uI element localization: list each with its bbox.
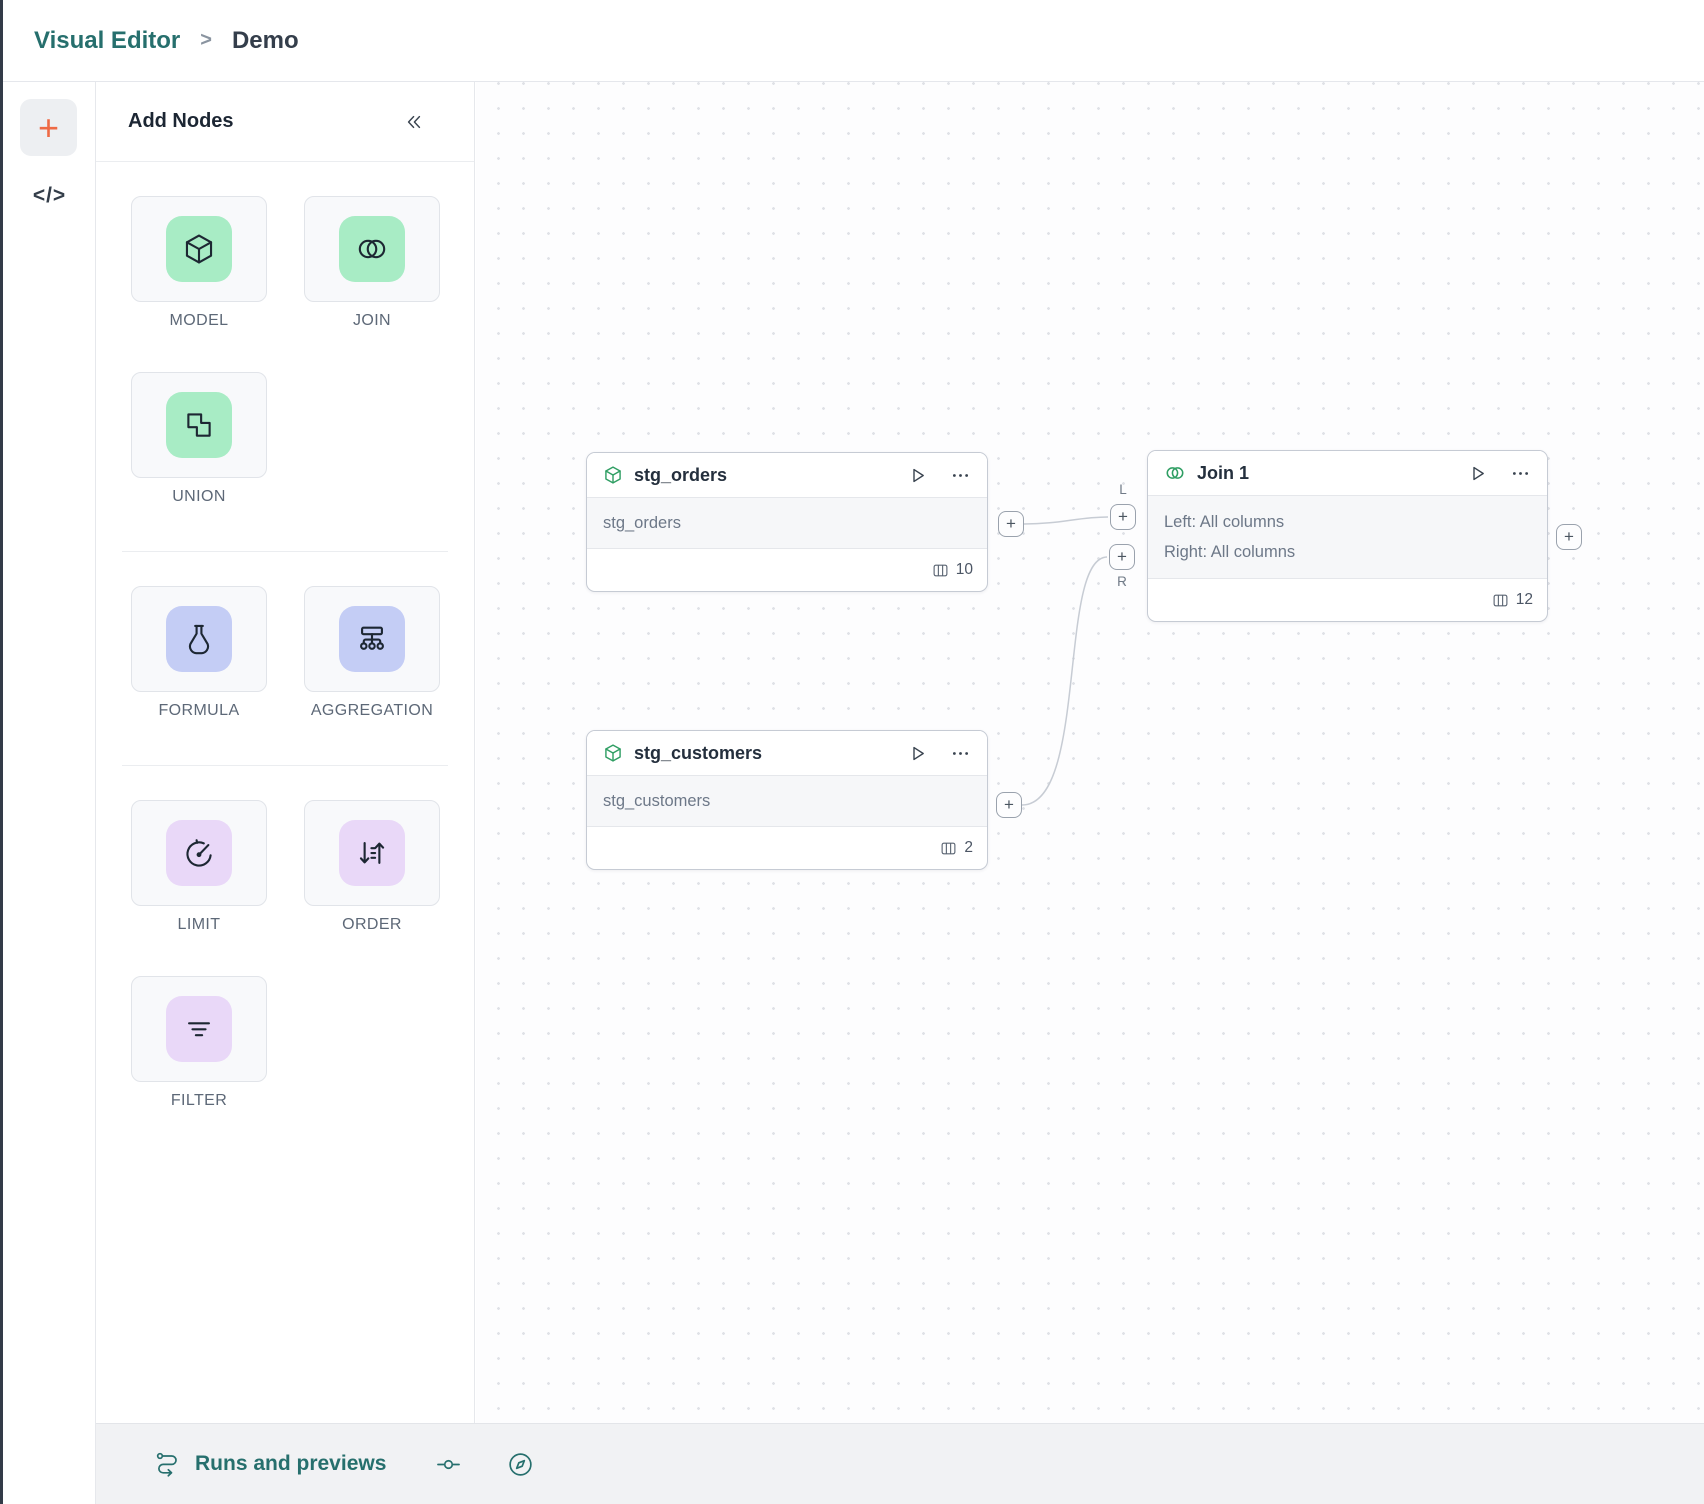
- source-name: stg_customers: [603, 791, 711, 810]
- join-left-port-label: L: [1119, 482, 1127, 497]
- node-header: stg_customers: [587, 731, 987, 775]
- node-footer: 10: [587, 549, 987, 591]
- join-right-summary: Right: All columns: [1164, 543, 1296, 561]
- columns-icon: [940, 840, 957, 857]
- node-menu-button[interactable]: [950, 743, 971, 764]
- sort-arrows-icon: [339, 820, 405, 886]
- run-node-button[interactable]: [1467, 463, 1488, 484]
- node-menu-button[interactable]: [950, 465, 971, 486]
- tile-label: MODEL: [169, 312, 229, 329]
- node-stg-orders[interactable]: stg_orders stg_orders 10: [586, 452, 988, 592]
- breadcrumb-visual-editor[interactable]: Visual Editor: [34, 26, 181, 54]
- node-footer: 12: [1148, 579, 1547, 621]
- node-title: stg_customers: [634, 742, 763, 763]
- node-menu-button[interactable]: [1510, 463, 1531, 484]
- cube-icon: [603, 465, 623, 485]
- breadcrumb-separator: >: [200, 29, 212, 51]
- add-node-model[interactable]: MODEL: [131, 196, 267, 330]
- tile-label: AGGREGATION: [310, 702, 434, 719]
- join-circles-icon: [339, 216, 405, 282]
- column-count: 12: [1515, 591, 1533, 608]
- union-shapes-icon: [166, 392, 232, 458]
- port-join-right-input[interactable]: +: [1109, 544, 1135, 570]
- collapse-panel-button[interactable]: [404, 112, 424, 132]
- runs-and-previews-button[interactable]: Runs and previews: [154, 1450, 386, 1478]
- add-nodes-header: Add Nodes: [96, 82, 474, 162]
- join-circles-icon: [1164, 462, 1186, 484]
- node-join-1[interactable]: Join 1 Left: All columns Right: All colu…: [1147, 450, 1548, 622]
- node-body: stg_orders: [587, 497, 987, 549]
- left-accent-line: [0, 0, 3, 1504]
- node-footer: 2: [587, 827, 987, 869]
- run-node-button[interactable]: [907, 743, 928, 764]
- hierarchy-icon: [339, 606, 405, 672]
- add-button[interactable]: +: [20, 99, 77, 156]
- left-icon-rail: + </>: [3, 82, 96, 1504]
- run-node-button[interactable]: [907, 465, 928, 486]
- tile-label: ORDER: [342, 916, 402, 933]
- add-node-filter[interactable]: FILTER: [131, 976, 267, 1110]
- port-join-output[interactable]: +: [1556, 524, 1582, 550]
- cube-icon: [603, 743, 623, 763]
- tile-label: JOIN: [352, 312, 392, 329]
- columns-icon: [1492, 592, 1509, 609]
- breadcrumb-current-demo: Demo: [231, 26, 299, 54]
- commit-icon[interactable]: [436, 1452, 461, 1477]
- node-group-sources: MODEL JOIN UNION: [96, 162, 474, 551]
- tile-label: LIMIT: [177, 916, 221, 933]
- column-count: 2: [964, 839, 973, 856]
- add-nodes-panel: Add Nodes MODEL JOIN: [96, 82, 475, 1423]
- code-view-button[interactable]: </>: [32, 184, 67, 207]
- group-divider: [122, 551, 448, 552]
- compass-icon[interactable]: [507, 1451, 534, 1478]
- tile-label: FORMULA: [158, 702, 240, 719]
- add-node-aggregation[interactable]: AGGREGATION: [304, 586, 440, 720]
- add-node-join[interactable]: JOIN: [304, 196, 440, 330]
- port-stg-orders-output[interactable]: +: [998, 511, 1024, 537]
- source-name: stg_orders: [603, 513, 681, 532]
- node-title: stg_orders: [634, 464, 728, 485]
- gauge-icon: [166, 820, 232, 886]
- add-node-order[interactable]: ORDER: [304, 800, 440, 934]
- node-title: Join 1: [1197, 462, 1250, 483]
- group-divider: [122, 765, 448, 766]
- add-node-formula[interactable]: FORMULA: [131, 586, 267, 720]
- port-stg-customers-output[interactable]: +: [996, 792, 1022, 818]
- node-stg-customers[interactable]: stg_customers stg_customers 2: [586, 730, 988, 870]
- tile-label: FILTER: [170, 1092, 228, 1109]
- tile-label: UNION: [172, 488, 226, 505]
- top-bar: Visual Editor > Demo: [0, 0, 1704, 82]
- node-body: stg_customers: [587, 775, 987, 827]
- node-header: stg_orders: [587, 453, 987, 497]
- join-left-summary: Left: All columns: [1164, 513, 1285, 531]
- edge-connections: [1021, 516, 1109, 806]
- port-join-left-input[interactable]: +: [1110, 504, 1136, 530]
- pipeline-runs-icon: [154, 1450, 181, 1478]
- runs-and-previews-label: Runs and previews: [195, 1452, 387, 1475]
- cube-icon: [166, 216, 232, 282]
- column-count: 10: [955, 561, 973, 578]
- filter-lines-icon: [166, 996, 232, 1062]
- add-node-union[interactable]: UNION: [131, 372, 267, 506]
- node-group-filters: LIMIT ORDER FILTER: [96, 766, 474, 1155]
- chevrons-left-icon: [404, 112, 424, 132]
- join-right-port-label: R: [1117, 574, 1127, 589]
- panel-title: Add Nodes: [128, 110, 234, 132]
- add-node-limit[interactable]: LIMIT: [131, 800, 267, 934]
- node-body: Left: All columns Right: All columns: [1148, 495, 1547, 579]
- bottom-bar: Runs and previews: [96, 1423, 1704, 1504]
- node-header: Join 1: [1148, 451, 1547, 495]
- flask-icon: [166, 606, 232, 672]
- pipeline-canvas[interactable]: stg_orders stg_orders 10 stg_customers: [476, 82, 1704, 1423]
- node-group-transforms: FORMULA AGGREGATION: [96, 552, 474, 765]
- columns-icon: [932, 562, 949, 579]
